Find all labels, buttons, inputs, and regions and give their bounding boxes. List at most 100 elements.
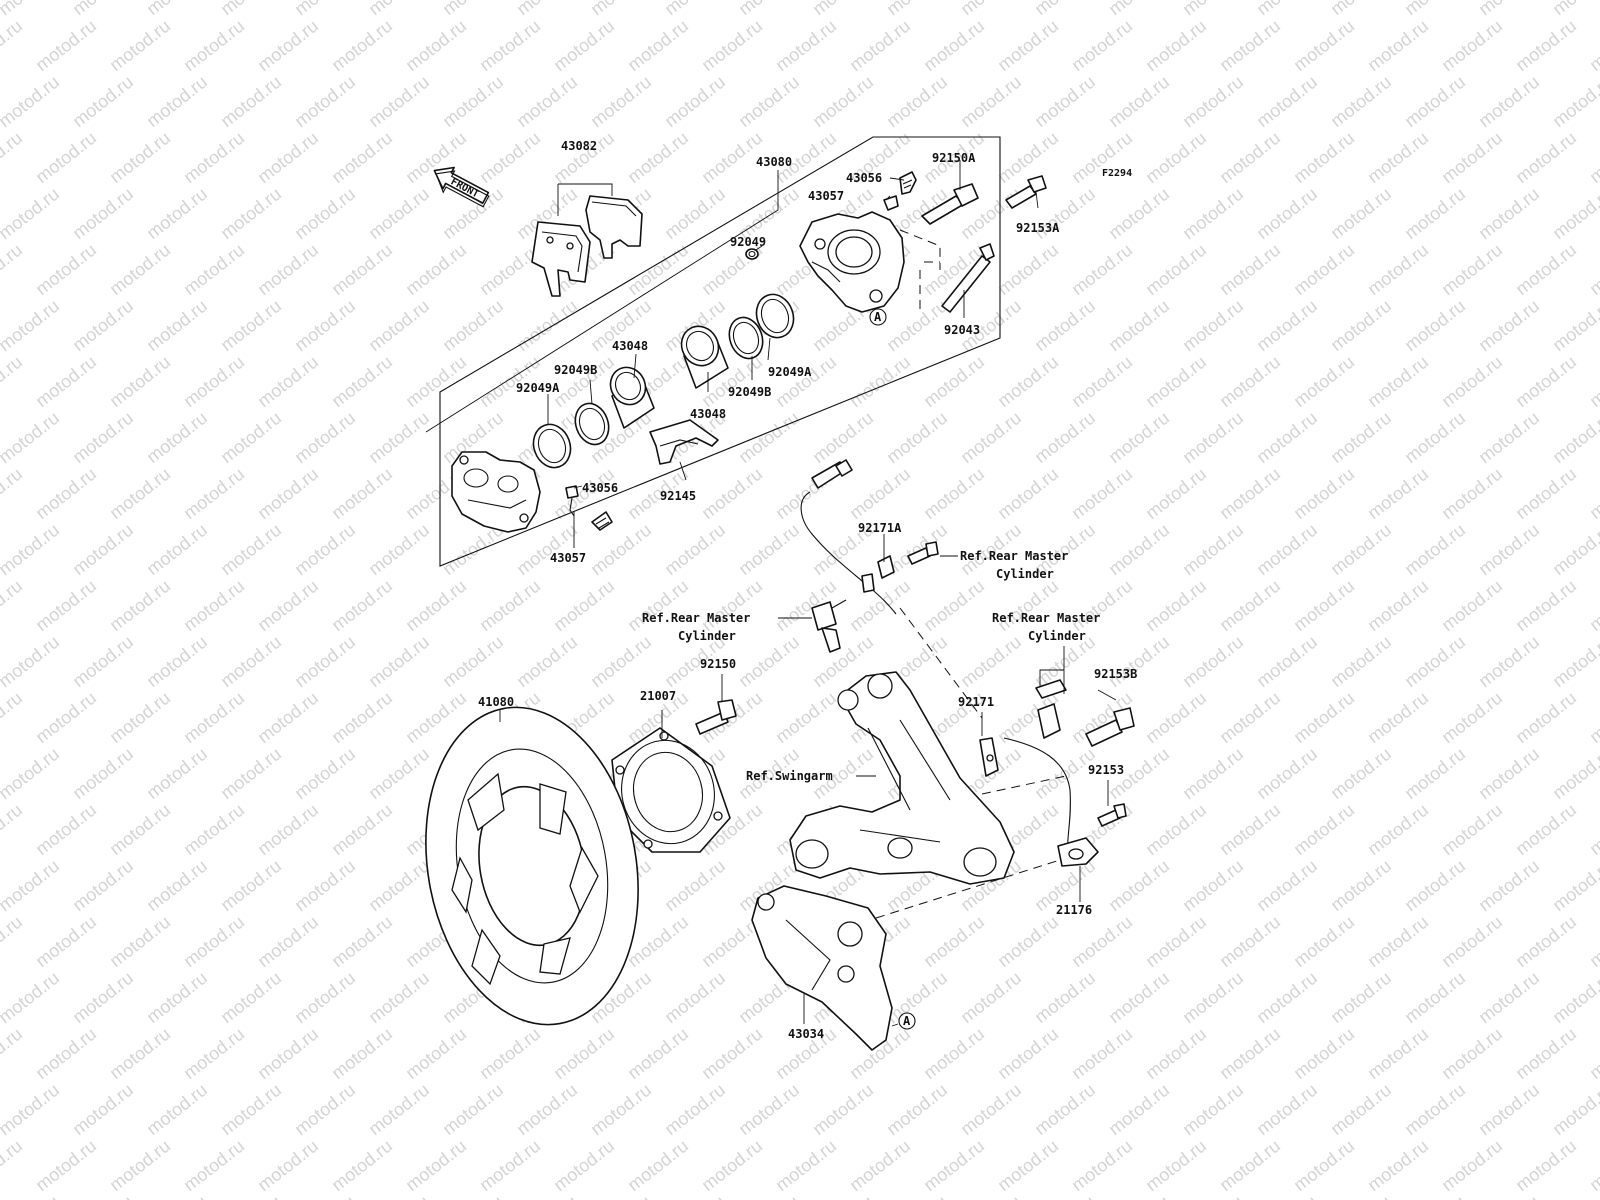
watermark-text: motod.ru bbox=[1364, 16, 1432, 76]
part-label-92043: 92043 bbox=[944, 323, 980, 337]
watermark-text: motod.ru bbox=[32, 240, 100, 300]
watermark-text: motod.ru bbox=[402, 240, 470, 300]
ref-master-cylinder-3-line1: Ref.Rear Master bbox=[992, 611, 1100, 625]
watermark-text: motod.ru bbox=[476, 1136, 544, 1196]
watermark-text: motod.ru bbox=[1216, 240, 1284, 300]
part-label-92153A: 92153A bbox=[1016, 221, 1060, 235]
watermark-text: motod.ru bbox=[1586, 240, 1600, 300]
part-label-43056: 43056 bbox=[846, 171, 882, 185]
watermark-text: motod.ru bbox=[0, 800, 26, 860]
watermark-text: motod.ru bbox=[513, 0, 581, 19]
watermark-text: motod.ru bbox=[1179, 72, 1247, 132]
watermark-text: motod.ru bbox=[550, 576, 618, 636]
watermark-text: motod.ru bbox=[1105, 632, 1173, 692]
watermark-text: motod.ru bbox=[1179, 184, 1247, 244]
part-label-21176: 21176 bbox=[1056, 903, 1092, 917]
watermark-text: motod.ru bbox=[69, 184, 137, 244]
watermark-text: motod.ru bbox=[402, 576, 470, 636]
watermark-text: motod.ru bbox=[106, 1024, 174, 1084]
watermark-text: motod.ru bbox=[1068, 1136, 1136, 1196]
watermark-text: motod.ru bbox=[957, 72, 1025, 132]
watermark-text: motod.ru bbox=[698, 1136, 766, 1196]
watermark-text: motod.ru bbox=[291, 184, 359, 244]
part-label-92153: 92153 bbox=[1088, 763, 1124, 777]
watermark-text: motod.ru bbox=[1512, 688, 1580, 748]
bolt-icon bbox=[1097, 803, 1127, 827]
watermark-text: motod.ru bbox=[1401, 72, 1469, 132]
watermark-text: motod.ru bbox=[1105, 72, 1173, 132]
watermark-text: motod.ru bbox=[698, 1024, 766, 1084]
callout-a-lower: A bbox=[903, 1014, 911, 1028]
watermark-text: motod.ru bbox=[1327, 520, 1395, 580]
watermark-text: motod.ru bbox=[254, 688, 322, 748]
watermark-text: motod.ru bbox=[69, 856, 137, 916]
watermark-text: motod.ru bbox=[1512, 1024, 1580, 1084]
watermark-text: motod.ru bbox=[217, 0, 285, 19]
watermark-text: motod.ru bbox=[0, 296, 63, 356]
part-label-43057-b: 43057 bbox=[550, 551, 586, 565]
watermark-text: motod.ru bbox=[143, 0, 211, 19]
watermark-text: motod.ru bbox=[1105, 1080, 1173, 1140]
swingarm-icon bbox=[789, 671, 1015, 885]
watermark-text: motod.ru bbox=[291, 744, 359, 804]
watermark-text: motod.ru bbox=[143, 1192, 211, 1200]
ref-master-cylinder-1-line2: Cylinder bbox=[996, 567, 1054, 581]
ref-swingarm-label: Ref.Swingarm bbox=[746, 769, 833, 783]
watermark-text: motod.ru bbox=[1216, 912, 1284, 972]
part-label-92049A-a: 92049A bbox=[516, 381, 560, 395]
watermark-text: motod.ru bbox=[106, 352, 174, 412]
part-label-43048-b: 43048 bbox=[690, 407, 726, 421]
watermark-text: motod.ru bbox=[439, 296, 507, 356]
watermark-text: motod.ru bbox=[883, 968, 951, 1028]
watermark-text: motod.ru bbox=[180, 1024, 248, 1084]
watermark-text: motod.ru bbox=[846, 1136, 914, 1196]
watermark-text: motod.ru bbox=[254, 576, 322, 636]
watermark-text: motod.ru bbox=[1142, 128, 1210, 188]
watermark-text: motod.ru bbox=[1179, 408, 1247, 468]
watermark-text: motod.ru bbox=[920, 352, 988, 412]
watermark-text: motod.ru bbox=[69, 744, 137, 804]
watermark-text: motod.ru bbox=[143, 744, 211, 804]
abs-sensor-wire-icon bbox=[800, 459, 897, 615]
watermark-text: motod.ru bbox=[1179, 968, 1247, 1028]
part-label-92049B-b: 92049B bbox=[728, 385, 771, 399]
watermark-text: motod.ru bbox=[365, 72, 433, 132]
watermark-text: motod.ru bbox=[0, 744, 63, 804]
watermark-text: motod.ru bbox=[1216, 128, 1284, 188]
watermark-text: motod.ru bbox=[994, 16, 1062, 76]
watermark-text: motod.ru bbox=[32, 16, 100, 76]
watermark-text: motod.ru bbox=[439, 1192, 507, 1200]
watermark-text: motod.ru bbox=[1216, 352, 1284, 412]
watermark-text: motod.ru bbox=[1401, 520, 1469, 580]
watermark-text: motod.ru bbox=[1438, 688, 1506, 748]
watermark-text: motod.ru bbox=[439, 1080, 507, 1140]
watermark-text: motod.ru bbox=[1475, 632, 1543, 692]
watermark-text: motod.ru bbox=[624, 240, 692, 300]
watermark-text: motod.ru bbox=[735, 632, 803, 692]
watermark-text: motod.ru bbox=[106, 464, 174, 524]
watermark-text: motod.ru bbox=[180, 128, 248, 188]
watermark-text: motod.ru bbox=[143, 408, 211, 468]
watermark-text: motod.ru bbox=[365, 408, 433, 468]
watermark-text: motod.ru bbox=[994, 1136, 1062, 1196]
watermark-text: motod.ru bbox=[550, 16, 618, 76]
watermark-text: motod.ru bbox=[439, 72, 507, 132]
fitting-icon bbox=[811, 599, 847, 653]
watermark-text: motod.ru bbox=[32, 800, 100, 860]
watermark-text: motod.ru bbox=[291, 632, 359, 692]
watermark-text: motod.ru bbox=[291, 1080, 359, 1140]
watermark-text: motod.ru bbox=[328, 16, 396, 76]
watermark-text: motod.ru bbox=[1401, 1080, 1469, 1140]
watermark-text: motod.ru bbox=[69, 520, 137, 580]
watermark-text: motod.ru bbox=[920, 16, 988, 76]
watermark-text: motod.ru bbox=[1512, 240, 1580, 300]
leader-92145 bbox=[679, 461, 687, 481]
leader-92153A bbox=[1035, 191, 1039, 209]
watermark-text: motod.ru bbox=[32, 1024, 100, 1084]
watermark-text: motod.ru bbox=[0, 1192, 63, 1200]
watermark-text: motod.ru bbox=[1068, 16, 1136, 76]
watermark-text: motod.ru bbox=[106, 800, 174, 860]
leader-92153B bbox=[1097, 689, 1117, 701]
watermark-text: motod.ru bbox=[1475, 1080, 1543, 1140]
watermark-text: motod.ru bbox=[1142, 352, 1210, 412]
